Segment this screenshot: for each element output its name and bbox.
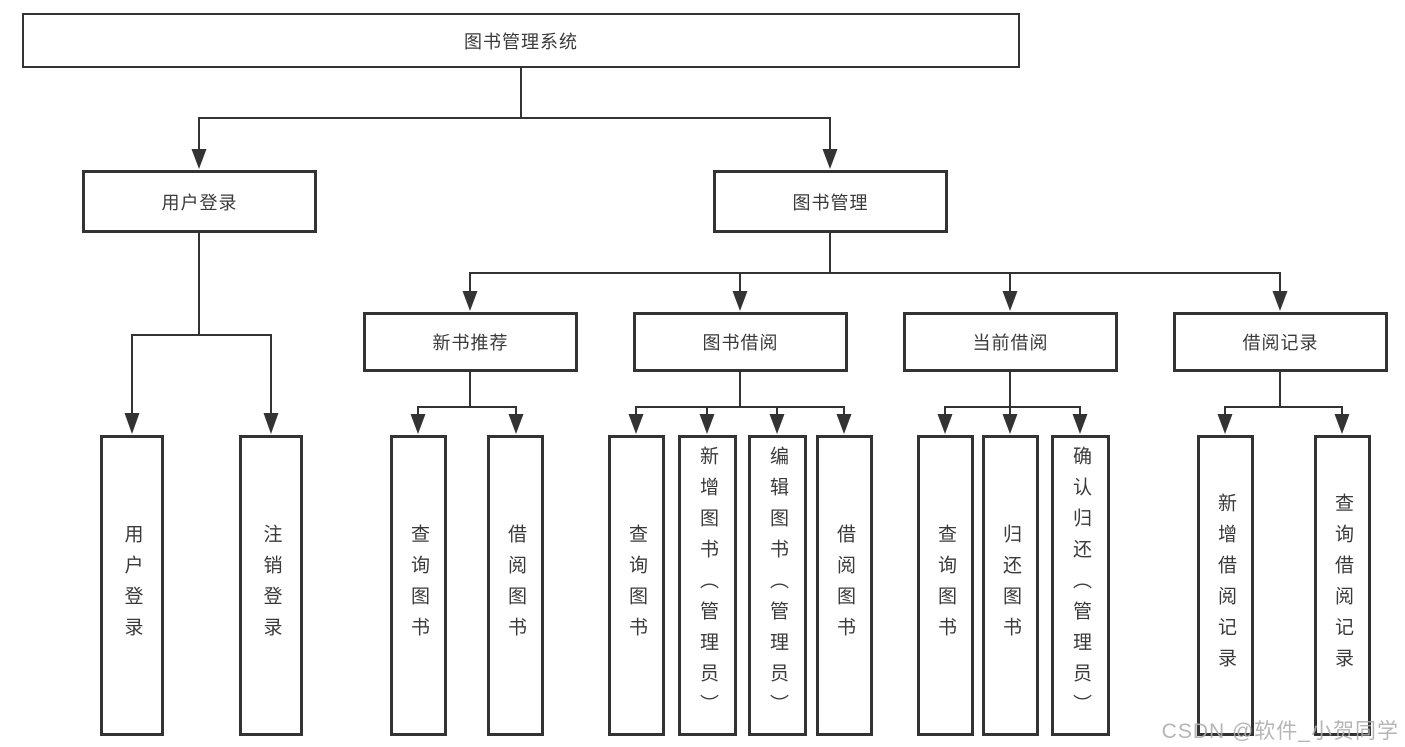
leaf-logout: 注销登录: [239, 435, 303, 736]
leaf-borrow-books-borrowing-label: 借阅图书: [834, 523, 855, 648]
edge-current-borrowing-to-leaves: [937, 372, 1088, 434]
edge-borrowing-records-to-leaves: [1217, 372, 1350, 434]
leaf-confirm-return-admin-label: 确认归还（管理员）: [1070, 446, 1091, 725]
leaf-add-borrow-record-label: 新增借阅记录: [1215, 492, 1236, 679]
csdn-watermark: CSDN @软件_小贺同学: [1161, 720, 1399, 743]
leaf-return-book: 归还图书: [982, 435, 1039, 736]
leaf-query-books-recommend: 查询图书: [390, 435, 447, 736]
edge-root-to-level2: [191, 68, 838, 169]
edge-book-borrowing-to-leaves: [628, 372, 852, 434]
node-library-management-system: 图书管理系统: [22, 13, 1020, 68]
leaf-query-books-recommend-label: 查询图书: [408, 523, 429, 648]
node-user-login-branch: 用户登录: [82, 170, 317, 233]
leaf-user-login: 用户登录: [100, 435, 164, 736]
leaf-borrow-books-borrowing: 借阅图书: [816, 435, 873, 736]
leaf-edit-book-admin: 编辑图书（管理员）: [748, 435, 807, 736]
node-book-borrowing: 图书借阅: [633, 312, 848, 372]
leaf-add-book-admin-label: 新增图书（管理员）: [697, 446, 718, 725]
leaf-return-book-label: 归还图书: [1000, 523, 1021, 648]
leaf-query-books-borrowing: 查询图书: [608, 435, 665, 736]
leaf-add-borrow-record: 新增借阅记录: [1197, 435, 1254, 736]
leaf-borrow-books-recommend: 借阅图书: [487, 435, 544, 736]
leaf-logout-label: 注销登录: [260, 523, 282, 648]
leaf-query-books-current: 查询图书: [917, 435, 974, 736]
leaf-borrow-books-recommend-label: 借阅图书: [505, 523, 526, 648]
edge-new-book-recommendation-to-leaves: [410, 372, 524, 434]
leaf-confirm-return-admin: 确认归还（管理员）: [1051, 435, 1110, 736]
node-current-borrowing: 当前借阅: [903, 312, 1118, 372]
leaf-query-borrow-record-label: 查询借阅记录: [1332, 492, 1353, 679]
edge-book-management-to-sections: [462, 233, 1288, 311]
node-borrowing-records: 借阅记录: [1173, 312, 1388, 372]
node-book-management-branch: 图书管理: [713, 170, 948, 233]
leaf-query-books-current-label: 查询图书: [935, 523, 956, 648]
leaf-query-borrow-record: 查询借阅记录: [1314, 435, 1371, 736]
leaf-query-books-borrowing-label: 查询图书: [626, 523, 647, 648]
edge-user-login-to-leaves: [124, 233, 279, 434]
leaf-edit-book-admin-label: 编辑图书（管理员）: [767, 446, 788, 725]
leaf-add-book-admin: 新增图书（管理员）: [678, 435, 737, 736]
node-new-book-recommendation: 新书推荐: [363, 312, 578, 372]
leaf-user-login-label: 用户登录: [121, 523, 143, 648]
